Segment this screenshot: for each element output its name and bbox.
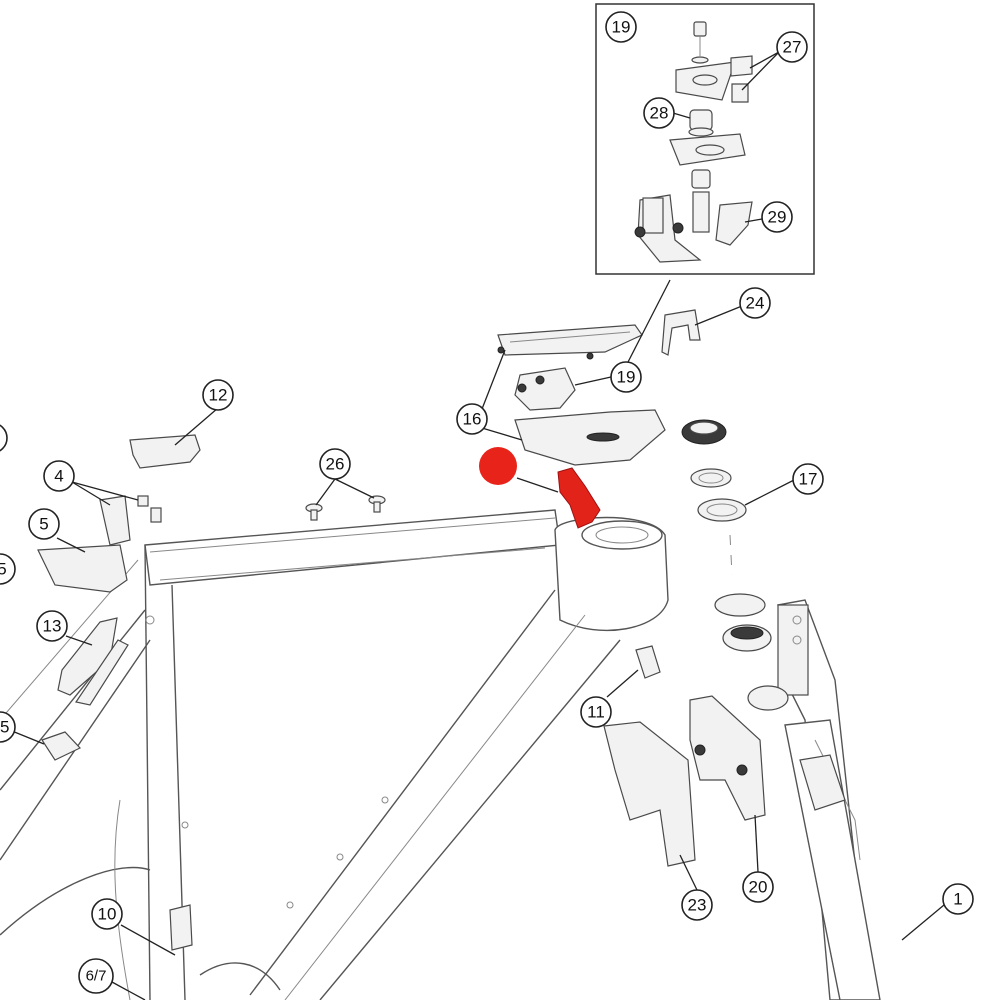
part-15-lower bbox=[41, 731, 81, 761]
highlight-marker bbox=[479, 447, 517, 485]
part-11 bbox=[635, 645, 661, 679]
svg-text:15: 15 bbox=[0, 718, 9, 737]
callout-11: 11 bbox=[580, 696, 612, 728]
svg-text:16: 16 bbox=[463, 410, 482, 429]
callout-10: 10 bbox=[91, 898, 123, 930]
callout-6-7: 6/7 bbox=[78, 958, 114, 994]
callout-15: 15 bbox=[0, 711, 16, 743]
svg-text:23: 23 bbox=[688, 896, 707, 915]
part-20 bbox=[689, 695, 766, 821]
headset-bearings bbox=[681, 419, 772, 652]
fork bbox=[747, 599, 881, 1000]
callout-5: 5 bbox=[28, 508, 60, 540]
callout-29: 29 bbox=[761, 201, 793, 233]
part-12 bbox=[129, 434, 201, 469]
svg-text:4: 4 bbox=[54, 467, 63, 486]
callout-19-inset: 19 bbox=[605, 11, 637, 43]
callout-24: 24 bbox=[739, 287, 771, 319]
part-4 bbox=[99, 495, 131, 546]
callout-26: 26 bbox=[319, 448, 351, 480]
svg-text:5: 5 bbox=[39, 515, 48, 534]
callout-13: 13 bbox=[36, 610, 68, 642]
svg-text:1: 1 bbox=[953, 890, 962, 909]
stem-cap-part bbox=[497, 324, 643, 356]
part-26-screws bbox=[305, 495, 386, 521]
callout-23: 23 bbox=[681, 889, 713, 921]
svg-text:10: 10 bbox=[98, 905, 117, 924]
svg-text:12: 12 bbox=[209, 386, 228, 405]
part-13 bbox=[57, 617, 118, 696]
leader-lines bbox=[11, 51, 945, 1000]
svg-text:19: 19 bbox=[612, 18, 631, 37]
bike-frame bbox=[0, 509, 669, 1000]
svg-text:5: 5 bbox=[0, 560, 7, 579]
svg-text:28: 28 bbox=[650, 104, 669, 123]
callout-20: 20 bbox=[742, 871, 774, 903]
highlighted-part bbox=[557, 467, 601, 529]
callout-4: 4 bbox=[43, 460, 75, 492]
svg-text:6/7: 6/7 bbox=[86, 968, 107, 985]
svg-text:19: 19 bbox=[617, 368, 636, 387]
stem-clamp-part bbox=[514, 367, 576, 411]
spacer-24-part bbox=[661, 309, 701, 356]
callout-16: 16 bbox=[456, 403, 488, 435]
callout-28: 28 bbox=[643, 97, 675, 129]
callout-27: 27 bbox=[776, 31, 808, 63]
callout-12: 12 bbox=[202, 379, 234, 411]
svg-text:26: 26 bbox=[326, 455, 345, 474]
part-5 bbox=[37, 544, 128, 593]
svg-text:20: 20 bbox=[749, 878, 768, 897]
svg-text:13: 13 bbox=[43, 617, 62, 636]
callout-5-edge-top: 5 bbox=[0, 424, 8, 452]
callout-5-edge: 5 bbox=[0, 553, 16, 585]
svg-text:29: 29 bbox=[768, 208, 787, 227]
svg-text:17: 17 bbox=[799, 470, 818, 489]
callout-19: 19 bbox=[610, 361, 642, 393]
part-23 bbox=[603, 721, 696, 867]
svg-text:27: 27 bbox=[783, 38, 802, 57]
callout-1: 1 bbox=[942, 883, 974, 915]
svg-text:24: 24 bbox=[746, 294, 765, 313]
svg-text:11: 11 bbox=[587, 703, 605, 722]
callout-17: 17 bbox=[792, 463, 824, 495]
